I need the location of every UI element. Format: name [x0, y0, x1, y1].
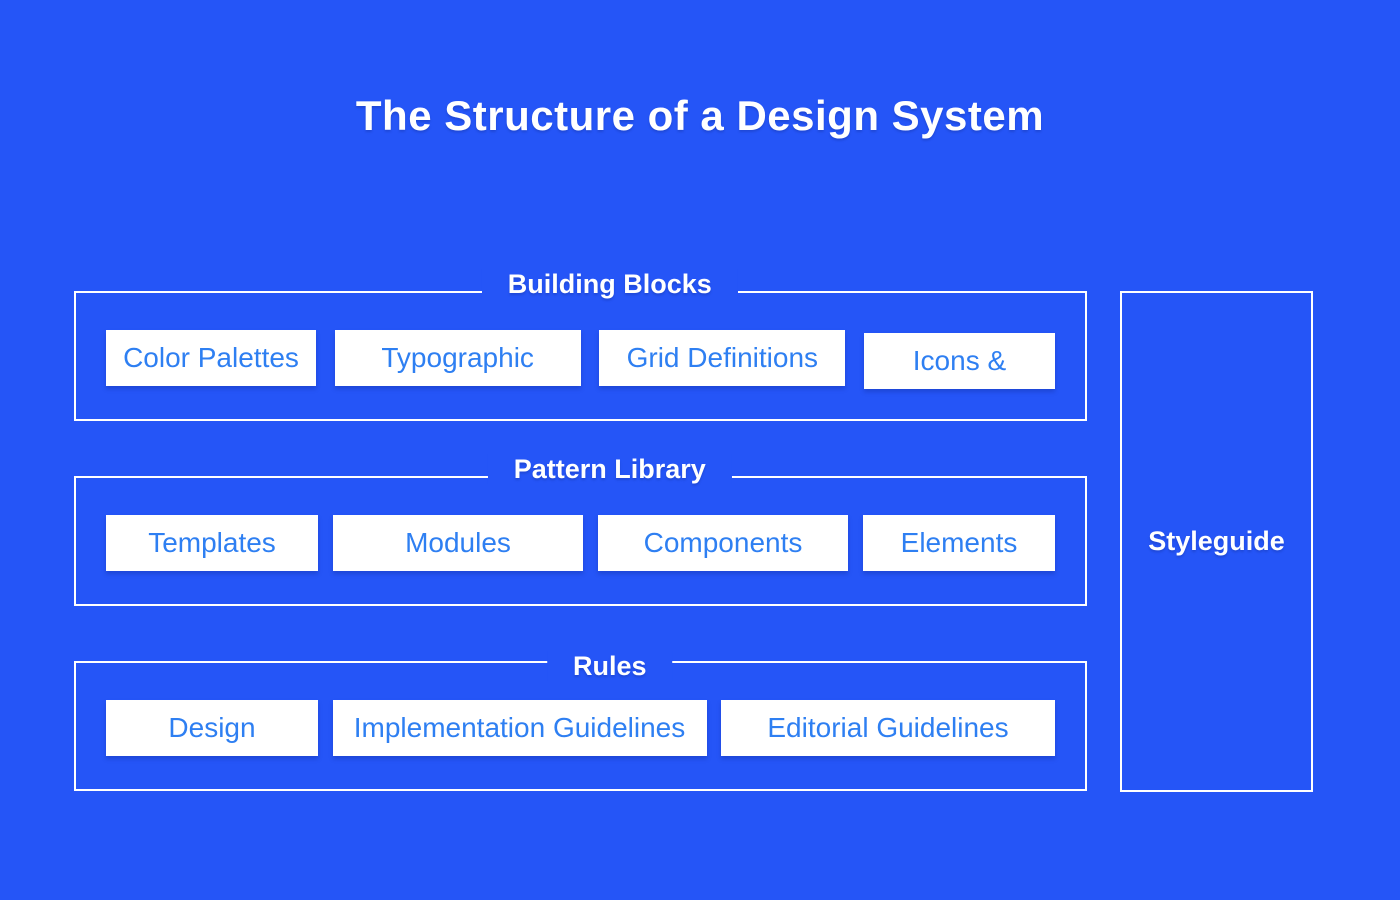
section-label-rules: Rules: [546, 651, 673, 681]
section-pattern-library: Pattern Library Templates Modules Compon…: [74, 454, 1087, 606]
section-building-blocks: Building Blocks Color Palettes Typograph…: [74, 269, 1087, 421]
block-templates: Templates: [106, 515, 318, 571]
block-color-palettes: Color Palettes: [106, 330, 316, 386]
building-blocks-row: Color Palettes Typographic Grid Definiti…: [76, 330, 1085, 389]
section-label-building-blocks: Building Blocks: [481, 269, 738, 299]
styleguide-box: Styleguide: [1120, 291, 1313, 792]
block-editorial-guidelines: Editorial Guidelines: [721, 700, 1055, 756]
block-components: Components: [598, 515, 848, 571]
block-modules: Modules: [333, 515, 583, 571]
block-icons: Icons &: [863, 333, 1055, 389]
styleguide-label: Styleguide: [1148, 526, 1285, 556]
block-implementation-guidelines: Implementation Guidelines: [332, 700, 707, 756]
page-title: The Structure of a Design System: [355, 92, 1045, 139]
pattern-library-row: Templates Modules Components Elements: [76, 515, 1085, 571]
block-typographic: Typographic: [334, 330, 581, 386]
block-grid-definitions: Grid Definitions: [599, 330, 846, 386]
section-label-pattern-library: Pattern Library: [487, 454, 732, 484]
block-elements: Elements: [863, 515, 1055, 571]
block-design: Design: [106, 700, 318, 756]
rules-row: Design Implementation Guidelines Editori…: [76, 700, 1085, 756]
section-rules: Rules Design Implementation Guidelines E…: [74, 651, 1087, 791]
